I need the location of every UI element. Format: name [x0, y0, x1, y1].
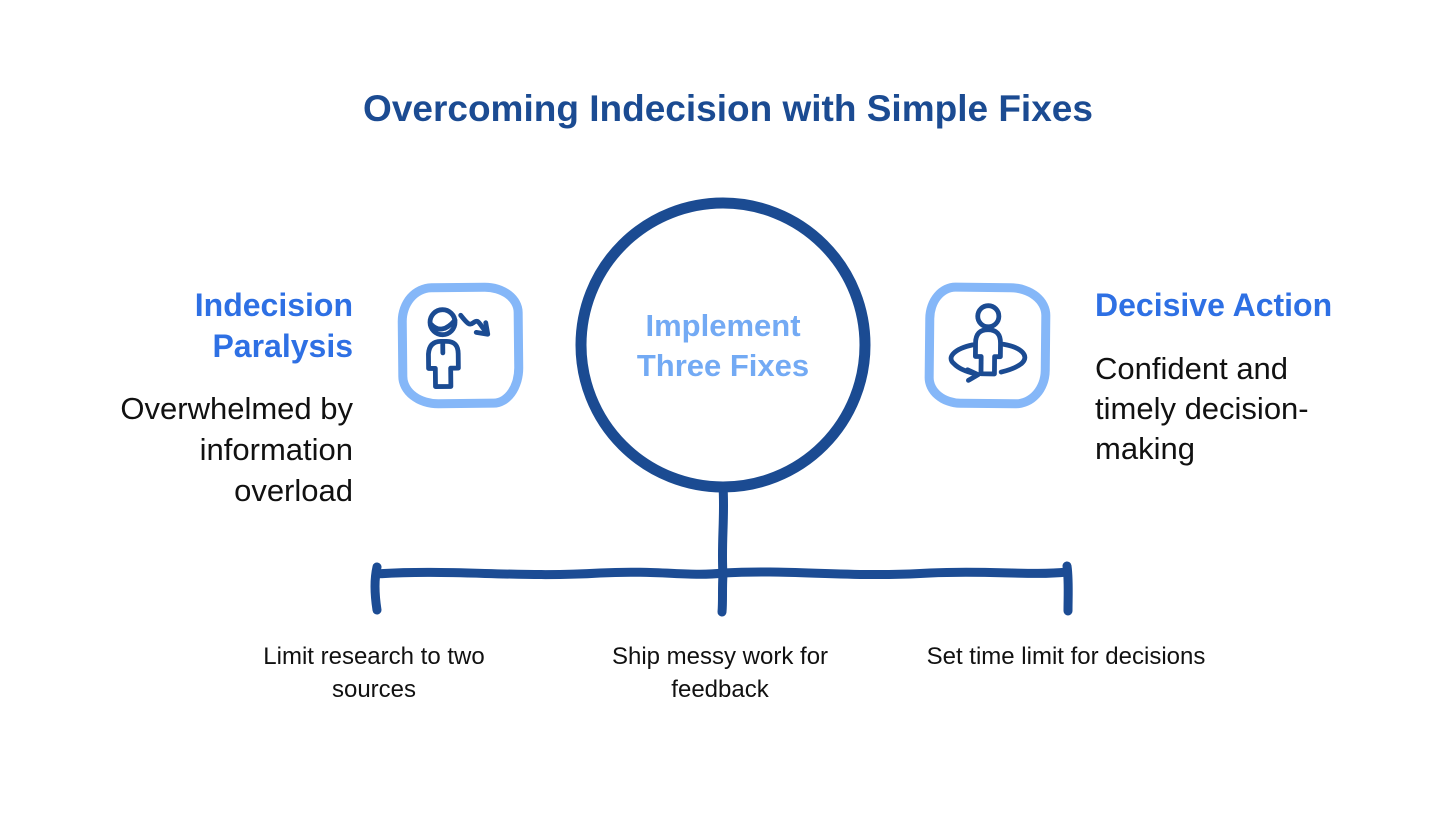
page-title: Overcoming Indecision with Simple Fixes [363, 88, 1093, 129]
fix-label-3: Set time limit for decisions [926, 643, 1206, 670]
fix-label-1: Limit research to two sources [263, 643, 485, 703]
right-icon-box [924, 282, 1051, 409]
central-circle-label: Implement Three Fixes [593, 306, 853, 386]
central-circle-label-line2: Three Fixes [636, 348, 810, 383]
right-panel: Decisive Action Confident and timely dec… [1095, 285, 1340, 469]
central-circle [575, 197, 871, 493]
left-panel: Indecision Paralysis Overwhelmed by info… [93, 285, 353, 511]
person-rotation-orbit-icon [948, 302, 1027, 383]
bracket-right-tick [1062, 561, 1073, 616]
right-panel-heading: Decisive Action [1095, 287, 1333, 323]
left-panel-heading: Indecision Paralysis [194, 287, 353, 364]
fix-label-2: Ship messy work for feedback [611, 643, 829, 703]
center-stem-line [717, 482, 729, 580]
central-circle-label-line1: Implement [645, 308, 801, 343]
person-declining-trend-icon [425, 306, 490, 389]
bracket-left-tick [370, 562, 382, 615]
left-icon-box [397, 282, 524, 409]
bracket-center-tick [717, 570, 728, 617]
left-panel-description: Overwhelmed by information overload [120, 391, 353, 508]
right-panel-description: Confident and timely decision-making [1095, 351, 1309, 466]
